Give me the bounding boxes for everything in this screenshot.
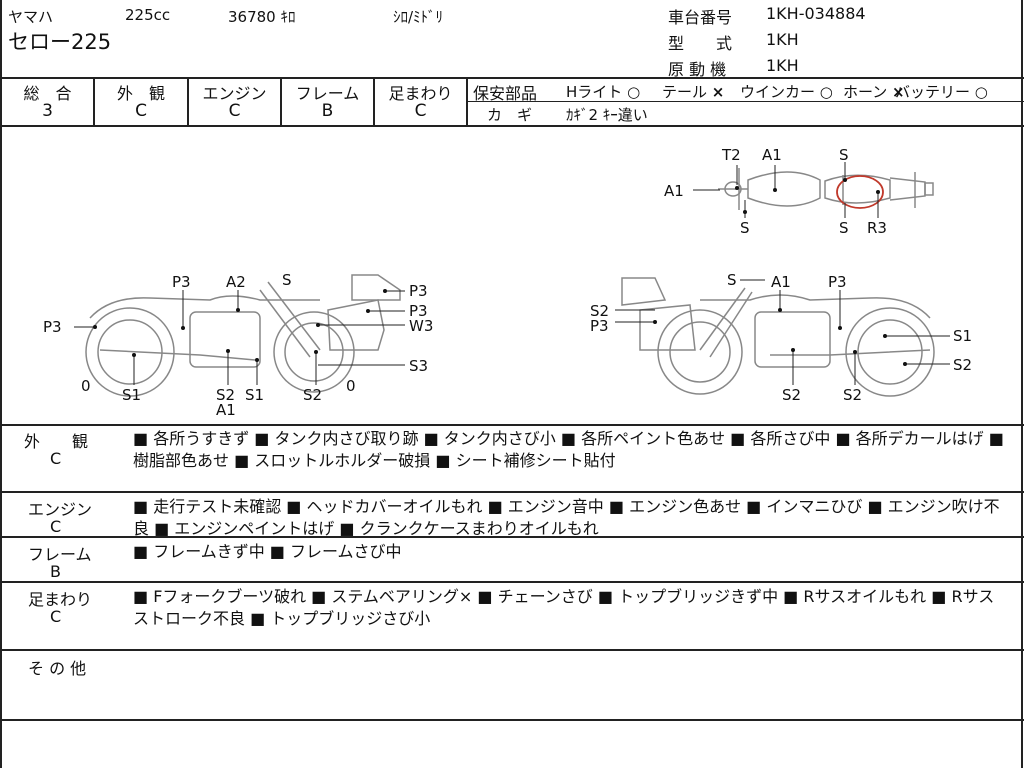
diagram-label: S2 (782, 386, 801, 404)
mileage: 36780 ｷﾛ (228, 8, 296, 26)
divider (280, 77, 282, 125)
diagram-label: R3 (867, 219, 887, 237)
diagram-label: P3 (172, 273, 191, 291)
safety-item-horn: ホーン × (843, 83, 905, 101)
displacement: 225cc (125, 6, 171, 24)
color: ｼﾛ/ﾐﾄﾞﾘ (393, 8, 444, 26)
safety-item-battery: バッテリー ○ (895, 83, 988, 101)
diagram-label: S1 (953, 327, 972, 345)
divider (0, 581, 1024, 583)
diagram-label: S (839, 219, 849, 237)
section-exterior-text: ■ 各所うすきず ■ タンク内さび取り跡 ■ タンク内さび小 ■ 各所ペイント色… (133, 429, 1004, 470)
diagram-label: P3 (828, 273, 847, 291)
diagram-label: 0 (346, 377, 356, 395)
safety-item-headlight: Hライト ○ (566, 83, 641, 101)
diagram-label: A2 (226, 273, 246, 291)
section-suspension-label: 足まわり (28, 590, 93, 609)
grade-frame-value: B (321, 101, 334, 121)
key-value: ｶｷﾞ2 ｷｰ違い (566, 106, 648, 124)
diagram-label: A1 (664, 182, 684, 200)
divider (0, 424, 1024, 426)
grade-suspension-value: C (414, 101, 427, 121)
diagram-label: S2 (953, 356, 972, 374)
grade-suspension-label: 足まわり (388, 84, 453, 103)
diagram-label: P3 (409, 282, 428, 300)
diagram-label: A1 (762, 146, 782, 164)
divider (373, 77, 375, 125)
section-other-label: そ の 他 (28, 659, 87, 678)
diagram-label: W3 (409, 317, 433, 335)
diagram-label: S1 (245, 386, 264, 404)
type-label: 型 式 (668, 34, 733, 53)
diagram-label: A1 (216, 401, 236, 419)
section-frame-text: ■ フレームきず中 ■ フレームさび中 (133, 542, 402, 561)
diagram-label: S3 (409, 357, 428, 375)
diagram-label: S (727, 271, 737, 289)
bike-top-view (718, 168, 934, 210)
diagram-label: S1 (122, 386, 141, 404)
diagram-label: S2 (216, 386, 235, 404)
divider (468, 101, 1024, 102)
frame-no-label: 車台番号 (668, 8, 733, 27)
divider (466, 77, 468, 125)
diagram-label: S (282, 271, 292, 289)
border-right (1021, 0, 1023, 768)
bike-right-view (621, 277, 935, 397)
frame-no: 1KH-034884 (766, 4, 866, 23)
section-engine-text: ■ 走行テスト未確認 ■ ヘッドカバーオイルもれ ■ エンジン音中 ■ エンジン… (133, 497, 1000, 538)
safety-item-tail: テール × (662, 83, 725, 101)
section-exterior-grade: C (50, 449, 62, 468)
diagram-label: T2 (721, 146, 741, 164)
section-frame-grade: B (50, 562, 61, 581)
grade-total-value: 3 (42, 101, 53, 121)
diagram-label: P3 (590, 317, 609, 335)
divider (0, 77, 1024, 79)
divider (0, 649, 1024, 651)
grade-engine-value: C (228, 101, 241, 121)
section-exterior-label: 外 観 (24, 432, 89, 451)
diagram-label: S (839, 146, 849, 164)
engine-value: 1KH (766, 56, 799, 75)
grade-engine-label: エンジン (202, 84, 267, 103)
divider (0, 125, 1024, 127)
damage-mark (836, 175, 884, 209)
diagram-label: S2 (303, 386, 322, 404)
divider (0, 491, 1024, 493)
divider (93, 77, 95, 125)
diagram-label: S2 (590, 302, 609, 320)
grade-exterior-label: 外 観 (116, 84, 165, 103)
divider (0, 719, 1024, 721)
diagram-label: P3 (43, 318, 62, 336)
safety-label: 保安部品 (473, 84, 538, 103)
divider (187, 77, 189, 125)
engine-label: 原 動 機 (668, 60, 727, 79)
section-engine-grade: C (50, 517, 62, 536)
section-engine-label: エンジン (28, 500, 93, 519)
safety-item-winker: ウインカー ○ (740, 83, 833, 101)
model-name: セロー225 (8, 30, 112, 54)
grade-frame-label: フレーム (295, 84, 360, 103)
section-suspension-text: ■ Fフォークブーツ破れ ■ ステムベアリング× ■ チェーンさび ■ トップブ… (133, 587, 995, 628)
type-value: 1KH (766, 30, 799, 49)
section-frame-label: フレーム (28, 545, 92, 564)
grade-total-label: 総 合 (23, 84, 72, 103)
diagram-label: A1 (771, 273, 791, 291)
diagram-label: S (740, 219, 750, 237)
section-suspension-grade: C (50, 607, 62, 626)
diagram-label: S2 (843, 386, 862, 404)
border-left (0, 0, 2, 768)
divider (0, 536, 1024, 538)
grade-exterior-value: C (135, 101, 147, 121)
maker: ヤマハ (8, 8, 54, 26)
diagram-label: P3 (409, 302, 428, 320)
bike-left-view (85, 274, 401, 397)
key-label: カ ギ (487, 106, 533, 124)
diagram-label: 0 (81, 377, 91, 395)
